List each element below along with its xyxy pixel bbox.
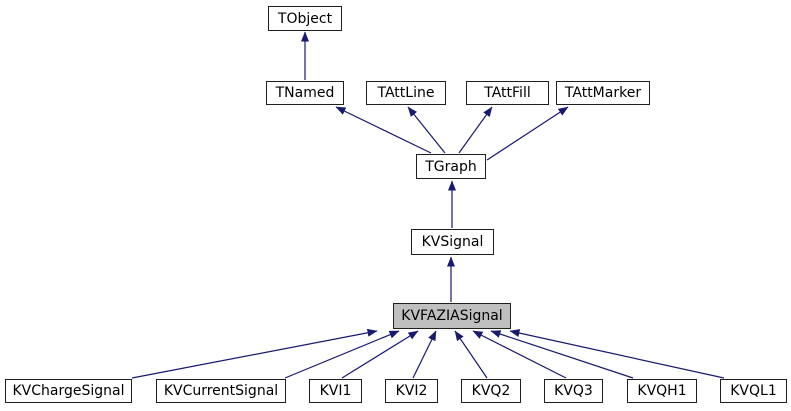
class-node-kvi2[interactable]: KVI2 bbox=[385, 379, 438, 403]
class-node-kvq3[interactable]: KVQ3 bbox=[544, 379, 603, 403]
class-node-tattmarker[interactable]: TAttMarker bbox=[556, 81, 650, 105]
edge-tgraph-tattmarker bbox=[486, 106, 569, 161]
edge-kvi2-kvfaziasignal bbox=[412, 330, 437, 379]
class-node-tattfill[interactable]: TAttFill bbox=[466, 81, 549, 105]
edge-tgraph-tattline bbox=[407, 106, 446, 154]
edge-kvq3-kvfaziasignal bbox=[472, 330, 567, 379]
class-node-kvsignal[interactable]: KVSignal bbox=[411, 229, 494, 255]
class-node-tnamed[interactable]: TNamed bbox=[266, 81, 344, 105]
edge-kvcurrentsignal-kvfaziasignal bbox=[284, 330, 400, 379]
class-node-kvchargesignal[interactable]: KVChargeSignal bbox=[5, 379, 132, 403]
edge-tgraph-tattfill bbox=[458, 106, 493, 154]
edge-kvql1-kvfaziasignal bbox=[509, 329, 725, 379]
edge-kvi1-kvfaziasignal bbox=[341, 330, 419, 379]
class-node-kvi1[interactable]: KVI1 bbox=[309, 379, 362, 403]
class-node-kvqh1[interactable]: KVQH1 bbox=[627, 379, 697, 403]
edge-tgraph-tnamed bbox=[335, 106, 432, 154]
class-node-kvq2[interactable]: KVQ2 bbox=[461, 379, 521, 403]
class-node-tattline[interactable]: TAttLine bbox=[366, 81, 446, 105]
class-node-tgraph[interactable]: TGraph bbox=[416, 154, 486, 179]
class-node-kvfaziasignal[interactable]: KVFAZIASignal bbox=[393, 303, 511, 329]
class-node-tobject[interactable]: TObject bbox=[268, 6, 342, 31]
edge-kvq2-kvfaziasignal bbox=[454, 330, 488, 379]
edge-kvchargesignal-kvfaziasignal bbox=[131, 328, 378, 379]
class-node-kvql1[interactable]: KVQL1 bbox=[720, 379, 787, 403]
class-node-kvcurrentsignal[interactable]: KVCurrentSignal bbox=[156, 379, 286, 403]
edge-kvqh1-kvfaziasignal bbox=[490, 330, 634, 379]
